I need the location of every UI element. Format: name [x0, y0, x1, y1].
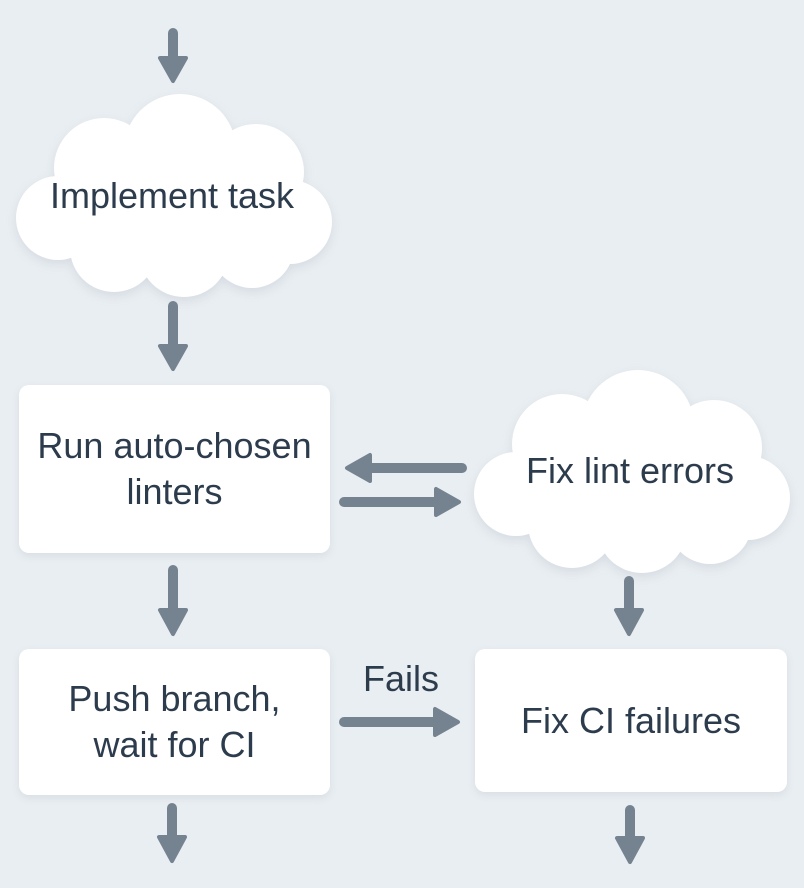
cloud-implement-task-label: Implement task	[49, 175, 295, 216]
node-run-linters-label: Run auto-chosen linters	[37, 423, 311, 515]
arrow-into-implement-task	[158, 28, 188, 83]
label-line: Run auto-chosen	[37, 425, 312, 466]
arrow-head	[434, 487, 461, 517]
arrow-lint-errors-to-fix-ci	[614, 576, 644, 636]
arrow-head	[615, 836, 645, 864]
edge-label-fails: Fails	[362, 658, 440, 699]
cloud-fix-lint-errors-label: Fix lint errors	[525, 450, 735, 491]
label-line: wait for CI	[93, 724, 256, 765]
arrow-lint-errors-to-linters	[345, 453, 467, 483]
arrow-head	[158, 344, 188, 371]
label-line: linters	[126, 471, 223, 512]
arrow-linters-to-push-branch	[158, 565, 188, 636]
arrow-head	[158, 56, 188, 83]
arrow-push-branch-to-fix-ci	[339, 707, 460, 737]
arrow-head	[433, 707, 460, 737]
arrow-head	[345, 453, 372, 483]
node-push-branch-label: Push branch, wait for CI	[68, 676, 280, 768]
arrow-head	[158, 608, 188, 636]
node-push-branch: Push branch, wait for CI	[19, 649, 330, 795]
arrow-head	[614, 608, 644, 636]
arrow-implement-to-linters	[158, 301, 188, 371]
node-fix-ci-failures: Fix CI failures	[475, 649, 787, 792]
arrow-head	[157, 835, 187, 863]
arrow-push-branch-continue	[157, 803, 187, 863]
arrow-linters-to-lint-errors	[339, 487, 461, 517]
node-fix-ci-failures-label: Fix CI failures	[520, 699, 742, 741]
label-line: Push branch,	[68, 678, 281, 719]
node-run-linters: Run auto-chosen linters	[19, 385, 330, 553]
arrow-fix-ci-continue	[615, 805, 645, 864]
